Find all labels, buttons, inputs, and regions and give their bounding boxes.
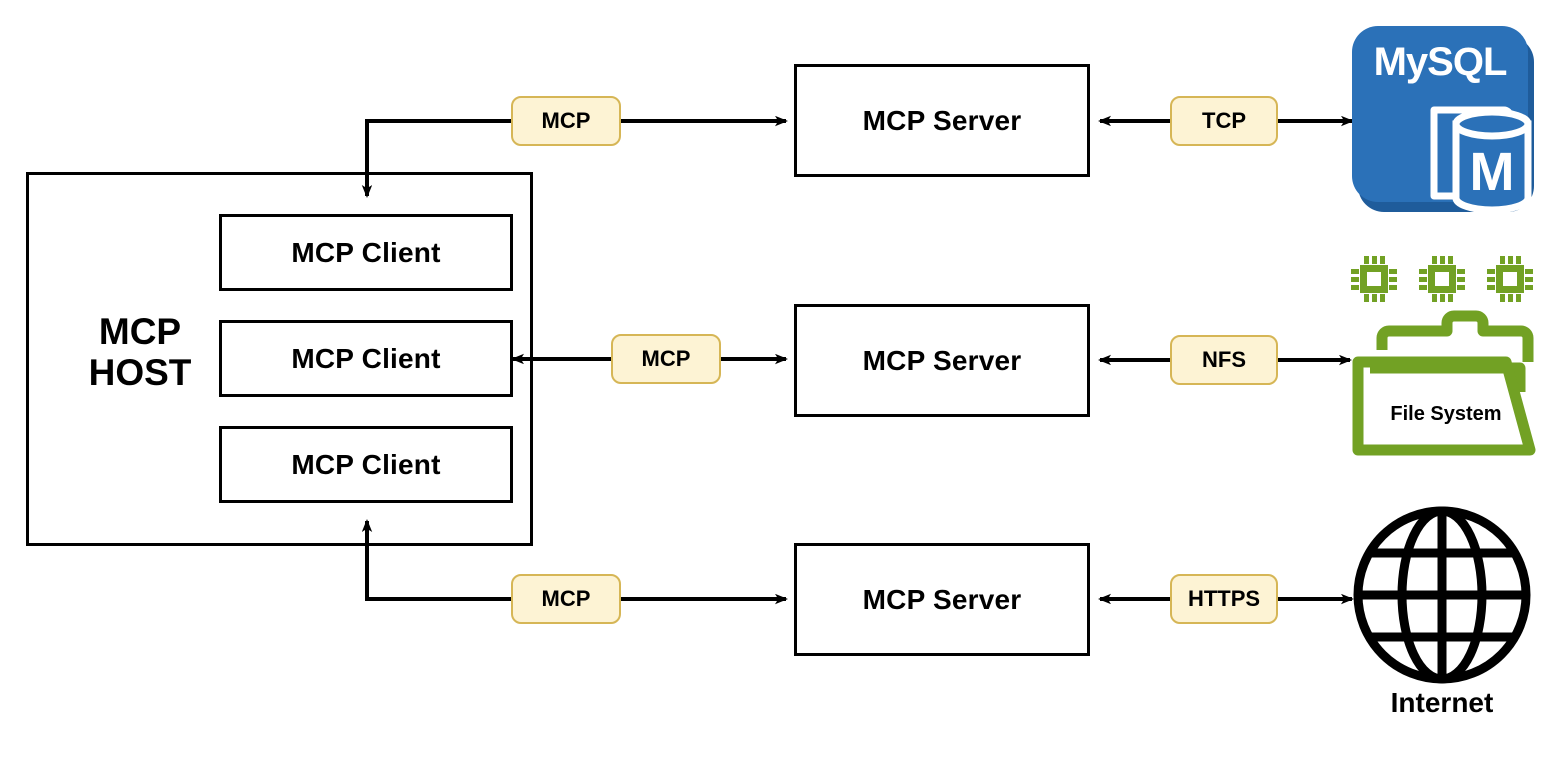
protocol-pill-nfs[interactable]: NFS: [1170, 335, 1278, 385]
globe-icon: [1353, 506, 1531, 684]
mcp-host-label: MCP HOST: [88, 311, 192, 394]
protocol-pill-tcp-label: TCP: [1202, 108, 1246, 133]
wire-mcp3-to-client3: [361, 519, 511, 601]
mcp-client-1-label: MCP Client: [291, 236, 441, 268]
mysql-wordmark: MySQL: [1373, 40, 1508, 84]
svg-text:M: M: [1470, 142, 1515, 202]
wire-mcp1-to-client1: [361, 119, 511, 198]
mcp-server-2[interactable]: MCP Server: [794, 304, 1090, 417]
mysql-resource[interactable]: MySQL M: [1352, 26, 1534, 212]
folder-icon: [1352, 310, 1536, 456]
mcp-server-3-label: MCP Server: [862, 583, 1022, 615]
protocol-pill-https-label: HTTPS: [1187, 586, 1261, 611]
internet-label: Internet: [1390, 687, 1494, 718]
mcp-client-1[interactable]: MCP Client: [219, 214, 513, 291]
mcp-client-3-label: MCP Client: [291, 448, 441, 480]
filesystem-resource[interactable]: File System: [1348, 255, 1538, 460]
mcp-client-3[interactable]: MCP Client: [219, 426, 513, 503]
mcp-server-1[interactable]: MCP Server: [794, 64, 1090, 177]
cpu-chip-icon-2: [1419, 256, 1465, 302]
protocol-pill-mcp-1[interactable]: MCP: [511, 96, 621, 146]
protocol-pill-tcp[interactable]: TCP: [1170, 96, 1278, 146]
protocol-pill-nfs-label: NFS: [1202, 347, 1246, 372]
mcp-server-3[interactable]: MCP Server: [794, 543, 1090, 656]
mcp-client-2-label: MCP Client: [291, 342, 441, 374]
cpu-chip-icon-1: [1351, 256, 1397, 302]
protocol-pill-mcp-3[interactable]: MCP: [511, 574, 621, 624]
filesystem-label: File System: [1390, 403, 1502, 425]
protocol-pill-https[interactable]: HTTPS: [1170, 574, 1278, 624]
mysql-database-cylinder-icon: M: [1430, 106, 1532, 212]
cpu-chip-icon-3: [1487, 256, 1533, 302]
mcp-server-2-label: MCP Server: [862, 344, 1022, 376]
mcp-server-1-label: MCP Server: [862, 104, 1022, 136]
mcp-client-2[interactable]: MCP Client: [219, 320, 513, 397]
protocol-pill-mcp-3-label: MCP: [541, 586, 591, 611]
protocol-pill-mcp-2-label: MCP: [641, 346, 691, 371]
protocol-pill-mcp-2[interactable]: MCP: [611, 334, 721, 384]
internet-resource[interactable]: Internet: [1352, 505, 1532, 730]
protocol-pill-mcp-1-label: MCP: [541, 108, 591, 133]
